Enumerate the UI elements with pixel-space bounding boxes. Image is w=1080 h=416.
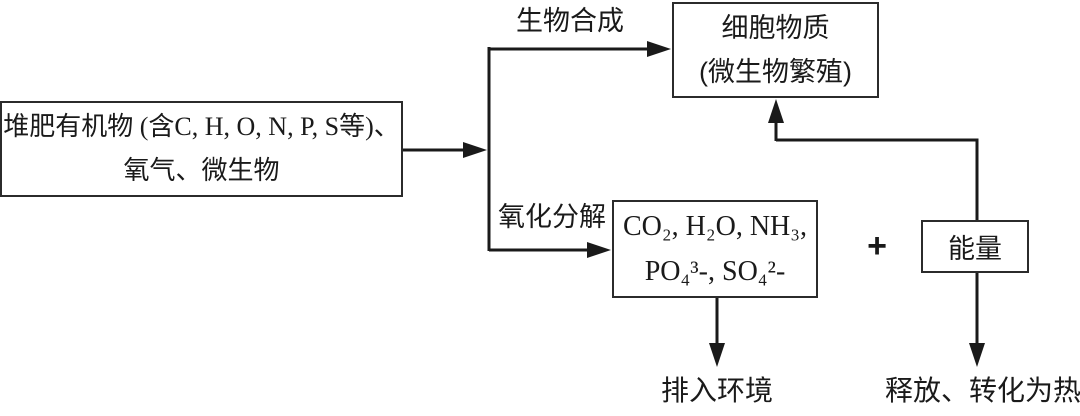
cell-material-line1: 细胞物质 (721, 13, 830, 43)
input-box-line1: 堆肥有机物 (含C, H, O, N, P, S等)、 (3, 112, 400, 141)
decomposition-products-box: CO₂, H₂O, NH₃, PO₄³-, SO₄²- (612, 200, 818, 298)
energy-label: 能量 (948, 234, 1002, 264)
input-box: 堆肥有机物 (含C, H, O, N, P, S等)、 氧气、微生物 (0, 101, 403, 197)
oxidation-label: 氧化分解 (498, 202, 606, 232)
arrow-energy-to-cell-head (768, 99, 784, 123)
arrow-energy-to-heat-head (969, 343, 985, 367)
arrow-products-to-environment-head (709, 343, 725, 367)
released-as-heat-label: 释放、转化为热 (884, 375, 1080, 406)
arrow-oxidation-head (587, 242, 611, 258)
cell-material-line2: (微生物繁殖) (699, 57, 852, 87)
cell-material-box: 细胞物质 (微生物繁殖) (672, 2, 879, 98)
arrow-biosynthesis-head (647, 41, 671, 57)
arrow-input-to-branch-head (463, 142, 487, 158)
products-line1: CO₂, H₂O, NH₃, (622, 211, 808, 242)
discharge-to-environment-label: 排入环境 (660, 375, 773, 406)
biosynthesis-label: 生物合成 (516, 6, 624, 36)
energy-box: 能量 (921, 220, 1029, 273)
energy-to-cell-connector (776, 138, 979, 222)
products-line2: PO₄³-, SO₄²- (644, 256, 786, 287)
plus-sign: + (867, 227, 887, 265)
input-box-line2: 氧气、微生物 (123, 156, 280, 185)
